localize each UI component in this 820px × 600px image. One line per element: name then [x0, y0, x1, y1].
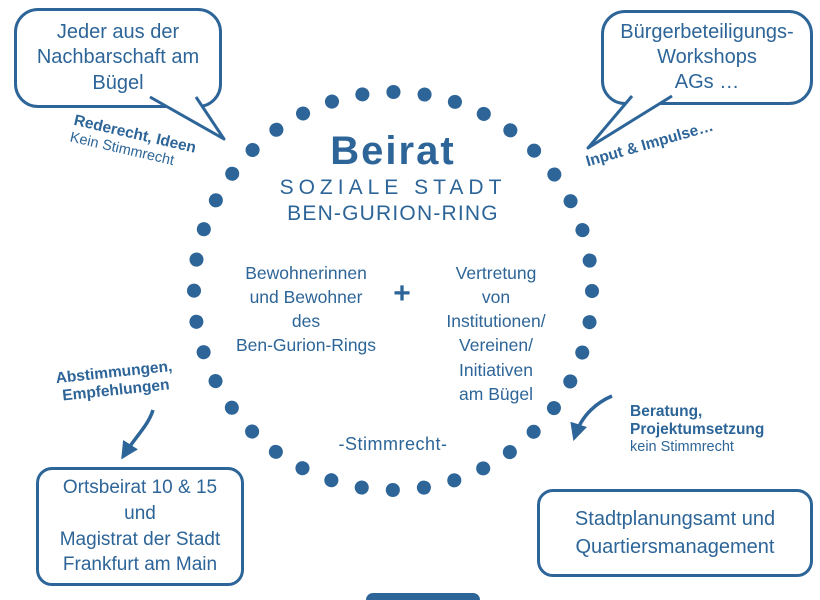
- beirat-subtitle-ben-gurion-ring: BEN-GURION-RING: [287, 202, 499, 225]
- speech-bubble-workshops: Bürgerbeteiligungs- Workshops AGs …: [601, 10, 813, 105]
- label-beratung: Beratung, Projektumsetzung kein Stimmrec…: [630, 403, 800, 455]
- beirat-title: Beirat: [330, 129, 456, 173]
- institutions-group-text: Vertretung von Institutionen/ Vereinen/ …: [446, 263, 546, 404]
- residents-group-text: Bewohnerinnen und Bewohner des Ben-Gurio…: [235, 263, 377, 356]
- label-rederecht: Rederecht, Ideen Kein Stimmrecht: [68, 112, 246, 184]
- beirat-subtitle-soziale-stadt: SOZIALE STADT: [279, 176, 507, 199]
- box-ortsbeirat-text: Ortsbeirat 10 & 15 und Magistrat der Sta…: [59, 477, 221, 576]
- box-ortsbeirat-magistrat: Ortsbeirat 10 & 15 und Magistrat der Sta…: [36, 467, 244, 586]
- box-stadtplanungsamt: Stadtplanungsamt und Quartiersmanagement: [537, 489, 813, 577]
- arrow-to-ortsbeirat-icon: [121, 409, 155, 460]
- plus-sign: +: [393, 277, 411, 310]
- speech-bubble-workshops-text: Bürgerbeteiligungs- Workshops AGs …: [620, 20, 794, 94]
- arrow-to-stadtplanungsamt-icon: [570, 394, 613, 442]
- label-beratung-note: kein Stimmrecht: [630, 439, 734, 455]
- voting-right-label: -Stimmrecht-: [338, 434, 448, 454]
- box-stadtplanungsamt-text: Stadtplanungsamt und Quartiersmanagement: [574, 508, 776, 558]
- label-input-impulse: Input & Impulse…: [584, 117, 716, 171]
- speech-bubble-neighbourhood: Jeder aus der Nachbarschaft am Bügel: [14, 8, 222, 108]
- label-beratung-bold: Beratung, Projektumsetzung: [630, 403, 765, 438]
- bottom-edge-cutoff-shape: [366, 593, 480, 600]
- speech-bubble-neighbourhood-text: Jeder aus der Nachbarschaft am Bügel: [36, 21, 200, 94]
- label-abstimmungen: Abstimmungen, Empfehlungen: [54, 357, 174, 405]
